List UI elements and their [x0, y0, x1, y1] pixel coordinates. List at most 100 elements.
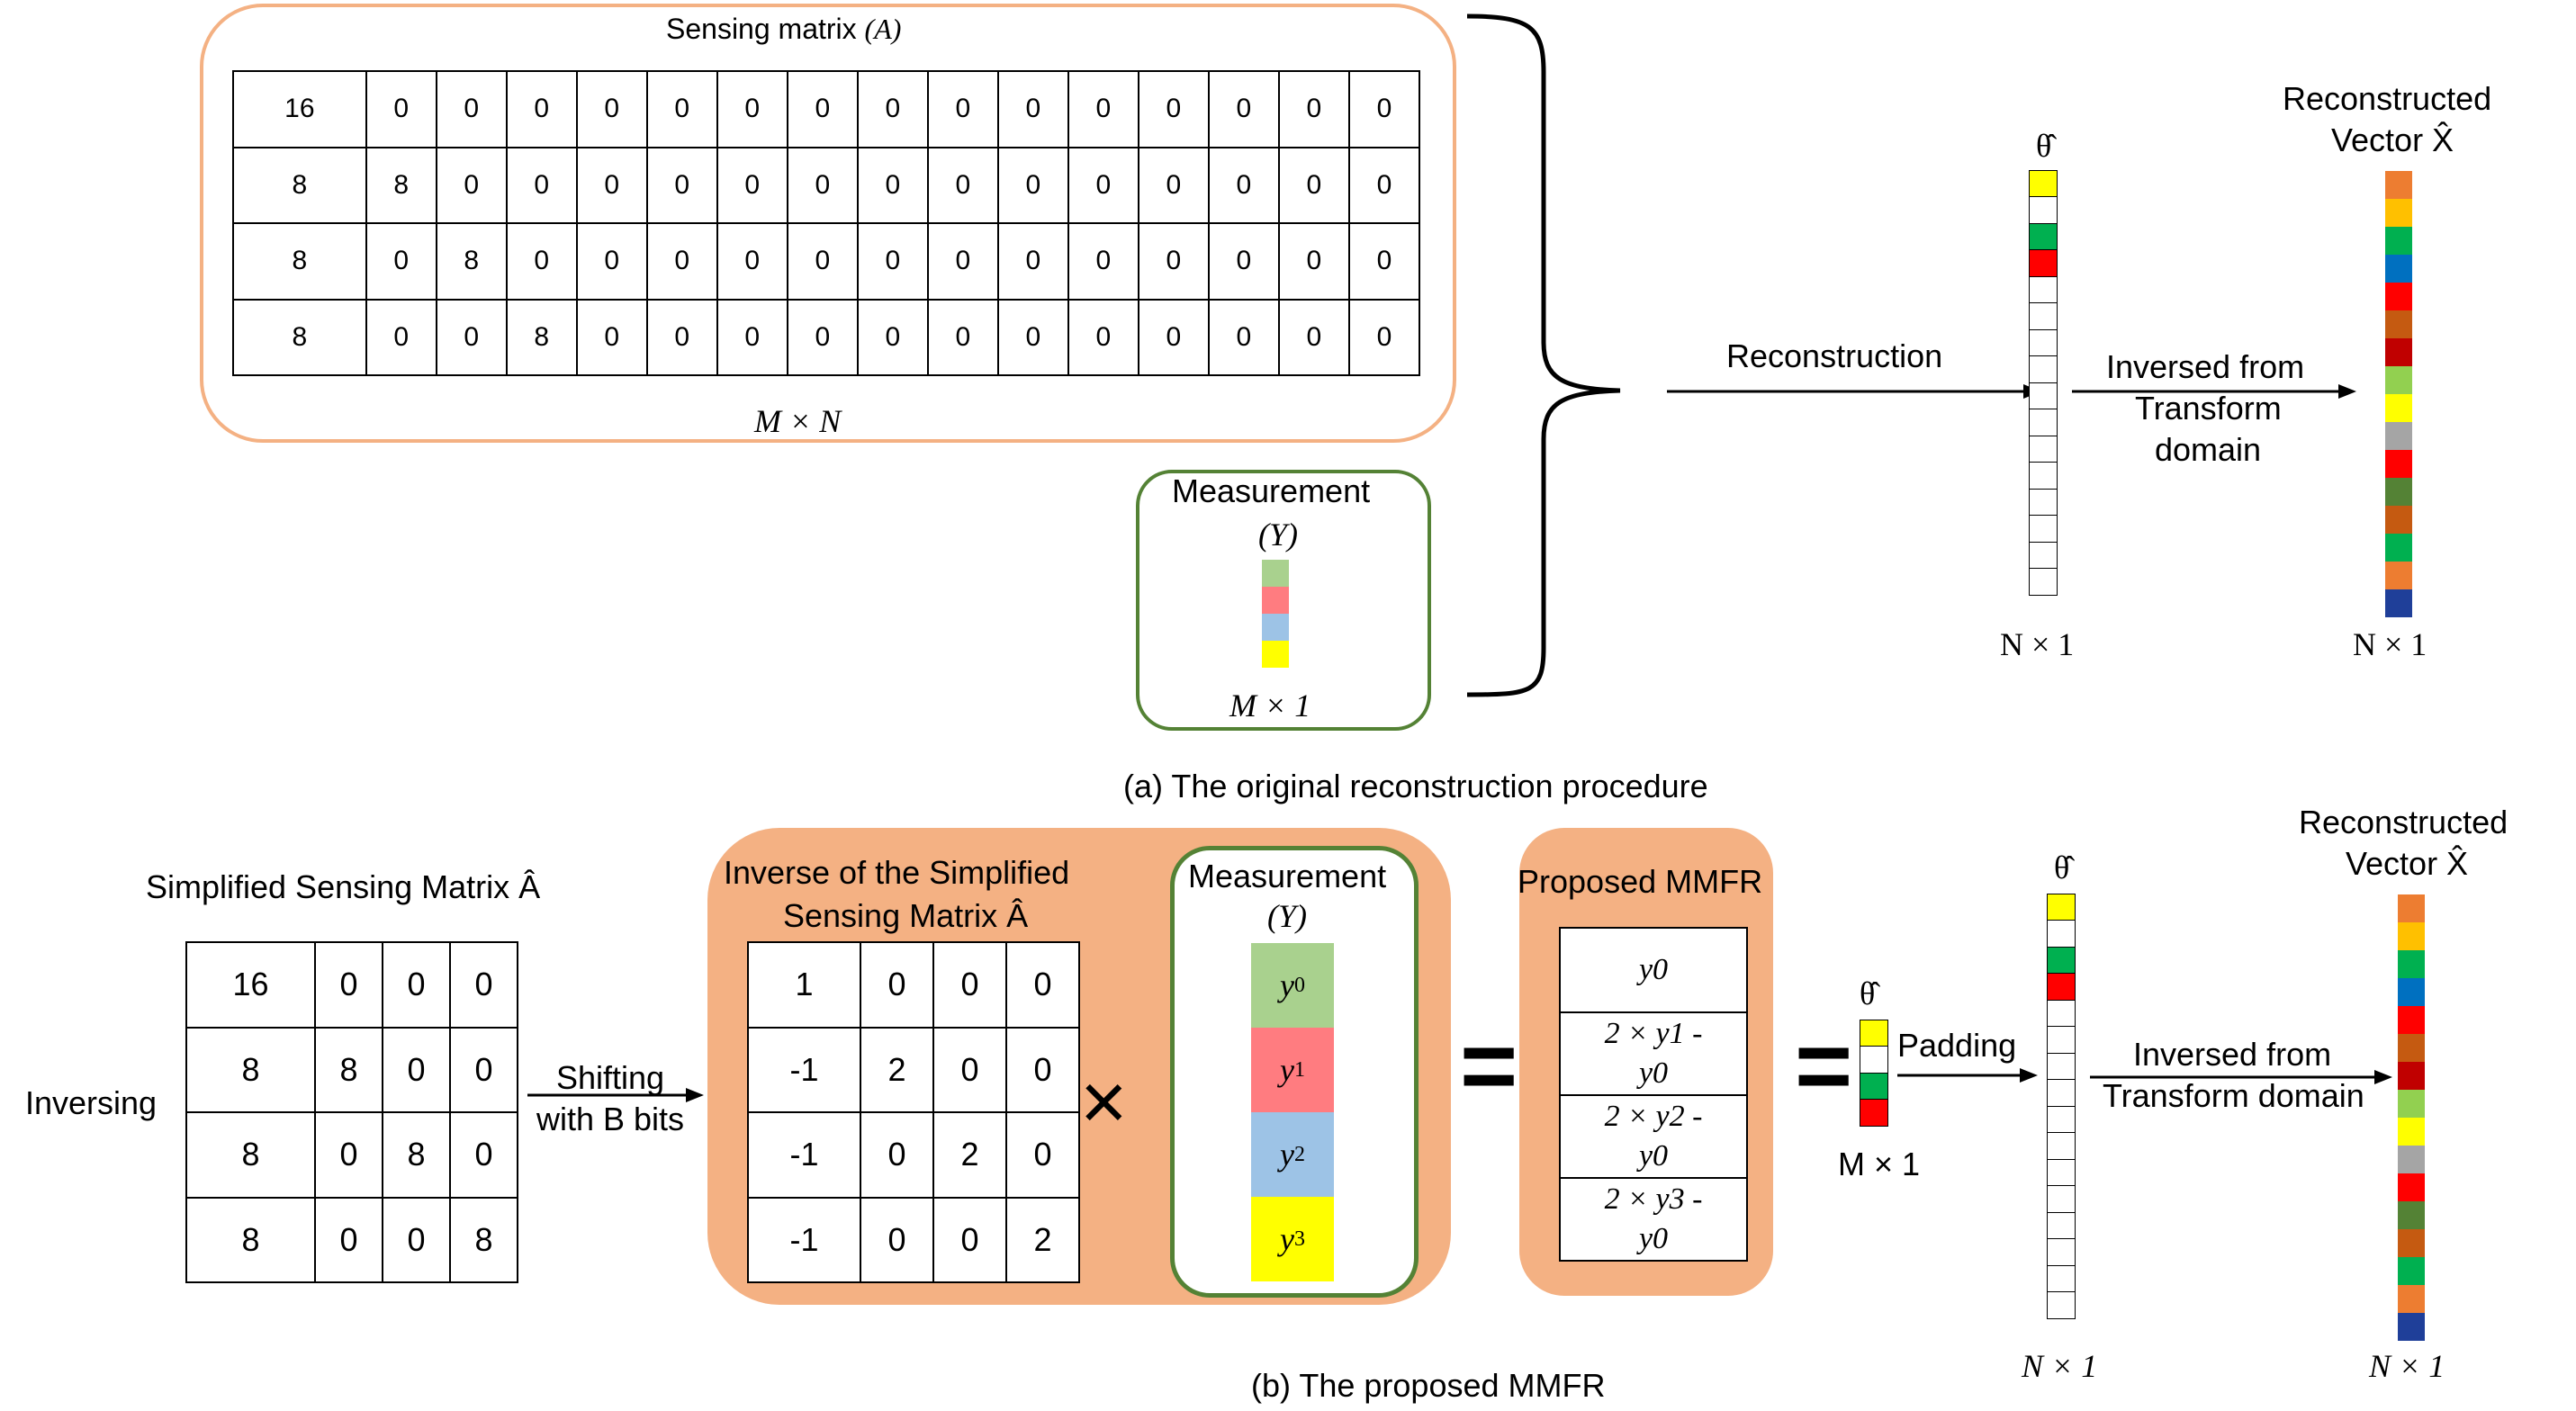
matrix-cell: 0	[449, 1026, 518, 1113]
matrix-cell: 0	[435, 298, 508, 376]
theta-cell	[2047, 999, 2076, 1028]
measurement-cell	[1262, 641, 1289, 668]
vector-cell	[2385, 422, 2412, 450]
matrix-cell: 8	[449, 1196, 518, 1283]
bottom-theta-label: θ̂	[2054, 849, 2070, 885]
matrix-cell: 0	[856, 70, 929, 148]
theta-cell	[2047, 1079, 2076, 1107]
vector-cell	[2385, 534, 2412, 562]
matrix-cell: 0	[575, 222, 648, 301]
theta-cell	[2047, 946, 2076, 975]
matrix-cell: 8	[505, 298, 578, 376]
matrix-cell: 0	[996, 146, 1069, 224]
reconstructed-label-1: Reconstructed	[2283, 80, 2492, 117]
matrix-cell: 0	[856, 222, 929, 301]
matrix-cell: 16	[185, 941, 317, 1029]
matrix-cell: 0	[1207, 70, 1280, 148]
measurement-subscript: 0	[1293, 973, 1305, 997]
theta-cell	[2029, 382, 2058, 410]
vector-cell	[2398, 922, 2425, 950]
vector-cell	[2385, 227, 2412, 255]
matrix-cell: 0	[314, 1111, 384, 1199]
mmfr-line: y0	[1638, 1056, 1669, 1090]
mmfr-line: y0	[1638, 953, 1669, 986]
matrix-cell: 0	[1277, 298, 1350, 376]
mmfr-line: 2 × y3 -	[1604, 1182, 1703, 1216]
matrix-cell: 0	[996, 70, 1069, 148]
matrix-cell: 8	[185, 1111, 317, 1199]
matrix-cell: 0	[575, 146, 648, 224]
matrix-cell: 0	[716, 70, 788, 148]
matrix-cell: 0	[1067, 222, 1139, 301]
matrix-cell: 0	[1067, 146, 1139, 224]
matrix-cell: 0	[1137, 222, 1210, 301]
matrix-cell: -1	[746, 1111, 862, 1199]
theta-cell	[2029, 409, 2058, 436]
matrix-cell: 0	[926, 222, 999, 301]
matrix-cell: 0	[856, 146, 929, 224]
matrix-cell: 0	[382, 941, 452, 1029]
matrix-cell: 0	[365, 70, 437, 148]
matrix-cell: 0	[1137, 70, 1210, 148]
vector-cell	[2398, 1090, 2425, 1118]
theta-cell	[2047, 1211, 2076, 1240]
vector-cell	[2398, 950, 2425, 978]
measurement-symbol: y	[1280, 1052, 1294, 1088]
matrix-cell: 0	[786, 70, 859, 148]
vector-cell	[2398, 1257, 2425, 1285]
theta-cell	[2029, 328, 2058, 357]
mmfr-row: 2 × y3 -y0	[1561, 1177, 1746, 1260]
theta-cell	[2047, 1158, 2076, 1187]
vector-cell	[2398, 1034, 2425, 1062]
theta-cell	[2047, 1026, 2076, 1054]
inverse-label-1: Inversed from	[2106, 348, 2305, 385]
measurement-subscript: 1	[1293, 1057, 1305, 1082]
matrix-cell: 0	[996, 222, 1069, 301]
matrix-cell: 0	[932, 1196, 1007, 1283]
matrix-cell: 0	[716, 222, 788, 301]
matrix-cell: 8	[232, 222, 367, 301]
sensing-matrix-title: Sensing matrix (A)	[666, 13, 902, 45]
matrix-cell: 0	[1207, 222, 1280, 301]
matrix-cell: 0	[1005, 1111, 1080, 1199]
inverse-transform-arrow	[2072, 384, 2356, 399]
matrix-cell: 0	[1005, 941, 1080, 1029]
inverse-label-2: Transform	[2135, 390, 2282, 427]
theta-cell	[2047, 1105, 2076, 1134]
matrix-cell: 0	[382, 1026, 452, 1113]
vector-cell	[2385, 478, 2412, 506]
matrix-dimension: M × N	[754, 403, 842, 439]
theta-cell	[2047, 973, 2076, 1001]
vector-cell	[2385, 171, 2412, 199]
measurement-panel	[1136, 470, 1431, 731]
vector-cell	[2398, 1062, 2425, 1090]
matrix-cell: 0	[435, 146, 508, 224]
matrix-cell: 0	[932, 941, 1007, 1029]
matrix-cell: 0	[786, 146, 859, 224]
measurement-symbol: y	[1280, 1221, 1294, 1257]
small-theta-vector	[1860, 1019, 1888, 1127]
theta-cell	[2047, 893, 2076, 921]
measurement-cell	[1262, 614, 1289, 641]
theta-cell	[2047, 1052, 2076, 1081]
theta-cell	[2029, 222, 2058, 251]
theta-cell	[2029, 302, 2058, 330]
matrix-cell: 0	[786, 222, 859, 301]
matrix-cell: 16	[232, 70, 367, 148]
vector-cell	[2385, 283, 2412, 310]
small-theta-dimension: M × 1	[1838, 1146, 1921, 1182]
theta-cell	[2047, 1238, 2076, 1266]
bottom-theta-dimension: N × 1	[2022, 1348, 2098, 1384]
bottom-inverse-label-1: Inversed from	[2133, 1036, 2332, 1073]
theta-cell	[2029, 568, 2058, 596]
measurement-title: Measurement	[1172, 472, 1371, 509]
